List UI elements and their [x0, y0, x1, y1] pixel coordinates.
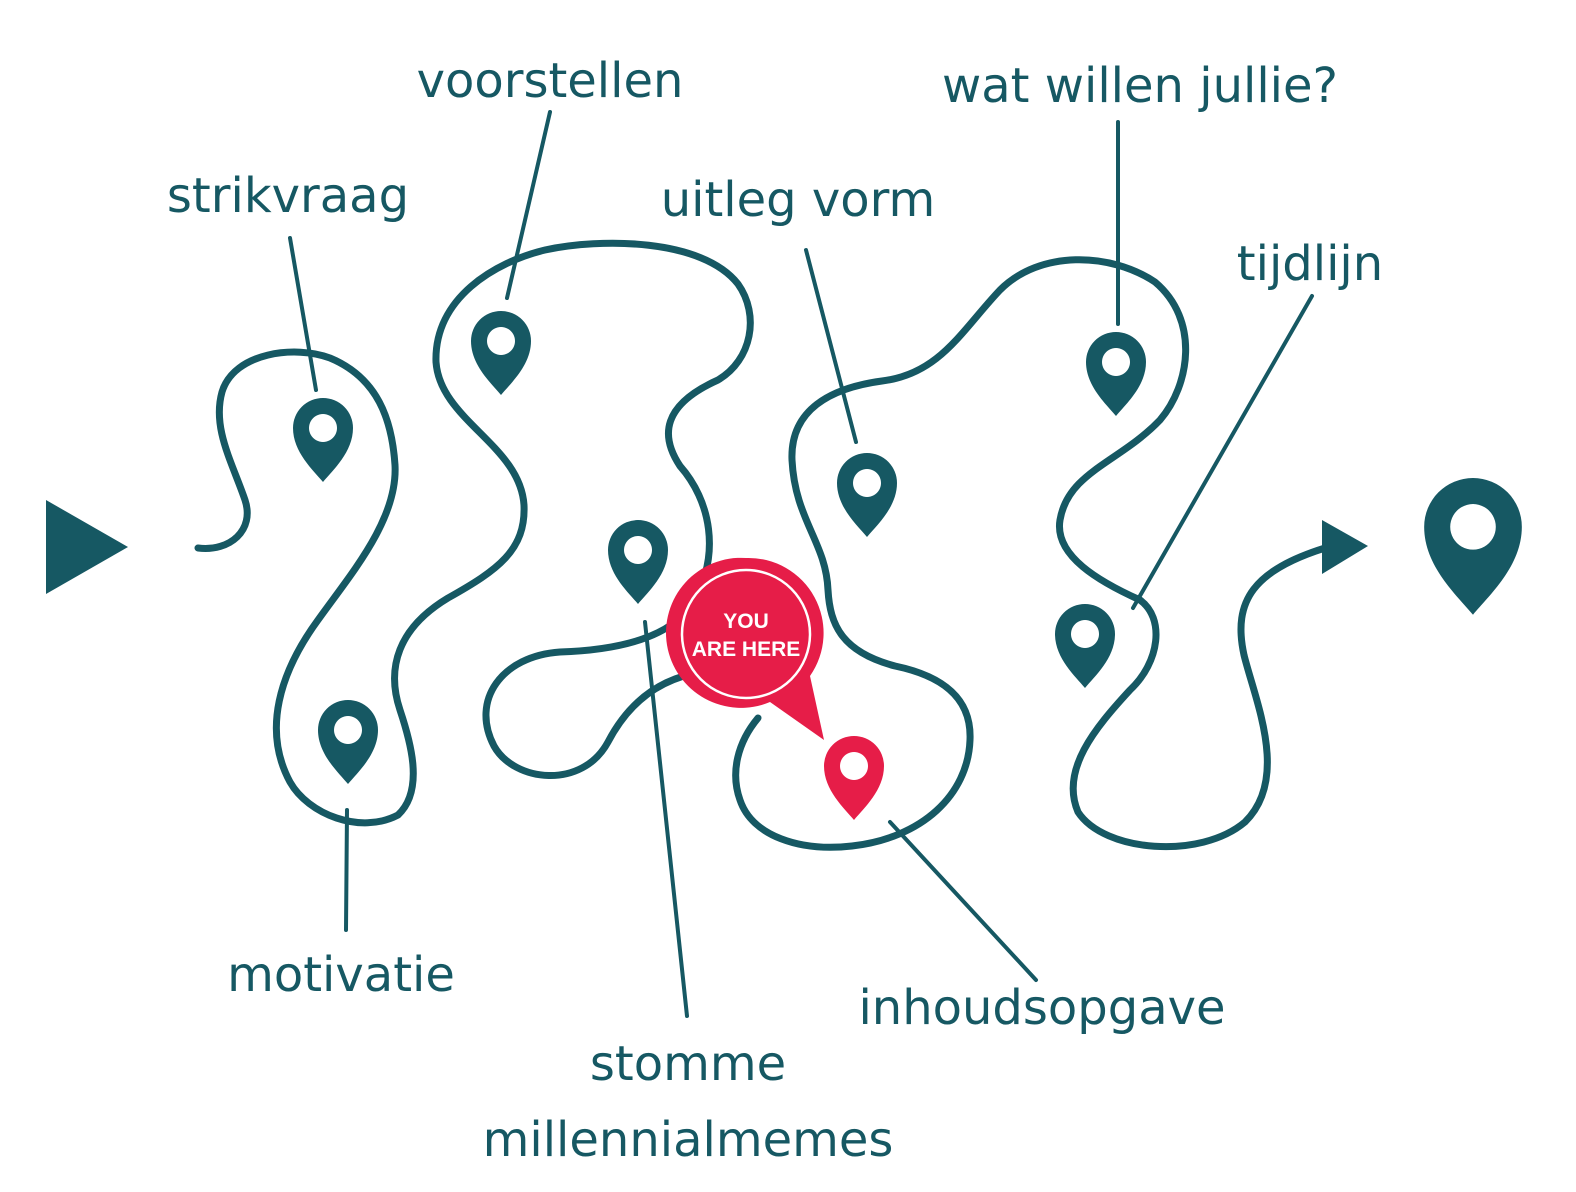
label-stomme-line-2: millennialmemes [483, 1112, 894, 1168]
label-wat-willen-jullie: wat willen jullie? [942, 58, 1338, 114]
leader-strikvraag [288, 236, 318, 392]
map-pin-icon[interactable] [318, 700, 378, 784]
map-pin-icon[interactable] [1086, 332, 1146, 416]
winding-route-path [194, 239, 754, 827]
route-end-arrowhead [1322, 520, 1368, 574]
destination-pin-icon [1424, 478, 1522, 615]
winding-route-path-2 [732, 256, 1329, 851]
badge-line-2: ARE HERE [692, 638, 801, 661]
label-strikvraag: strikvraag [167, 168, 409, 224]
current-location-pin-icon[interactable] [824, 736, 884, 820]
leader-uitleg [804, 248, 858, 444]
leader-voorstellen [505, 110, 552, 300]
label-tijdlijn: tijdlijn [1237, 236, 1383, 292]
map-pin-icon[interactable] [471, 311, 531, 395]
badge-line-1: YOU [723, 610, 769, 633]
label-voorstellen: voorstellen [417, 53, 684, 109]
leader-stomme [643, 620, 689, 1018]
label-uitleg-vorm: uitleg vorm [661, 172, 936, 228]
map-pin-icon[interactable] [1055, 604, 1115, 688]
leader-lines [288, 110, 1314, 1018]
badge-inner-ring [680, 568, 812, 700]
you-are-here-badge: YOU ARE HERE [666, 557, 824, 740]
leader-motivatie [344, 808, 349, 932]
label-inhoudsopgave: inhoudsopgave [858, 980, 1225, 1036]
map-pin-icon[interactable] [608, 520, 668, 604]
label-motivatie: motivatie [227, 947, 455, 1003]
map-pin-icon[interactable] [837, 453, 897, 537]
play-triangle-icon [46, 500, 128, 594]
speech-bubble-icon [666, 557, 824, 740]
leader-inhoudsopgave [888, 820, 1038, 982]
leader-tijdlijn [1131, 294, 1314, 610]
map-pin-icon[interactable] [293, 398, 353, 482]
label-stomme-line-1: stomme [590, 1036, 786, 1092]
